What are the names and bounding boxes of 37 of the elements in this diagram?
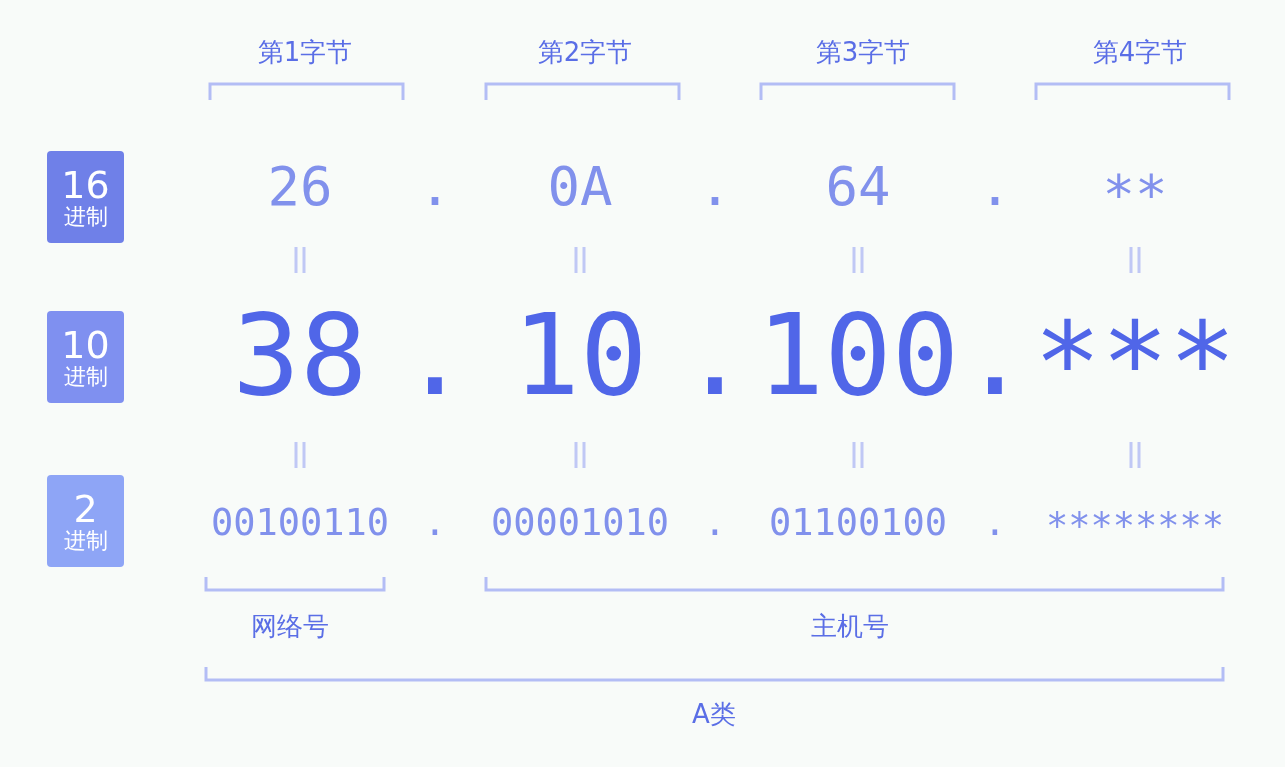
decimal-value: *** (1033, 307, 1237, 419)
base-badge (47, 475, 124, 567)
base-label: 进制 (63, 365, 108, 389)
dot-separator: . (978, 160, 1012, 214)
hex-value: ** (1102, 168, 1168, 222)
base-number: 16 (61, 165, 110, 206)
hex-value: 64 (825, 160, 891, 214)
dot-separator: . (983, 503, 1007, 541)
dot-separator: . (418, 160, 452, 214)
dot-separator: . (698, 160, 732, 214)
part-label: 主机号 (811, 613, 889, 639)
binary-value: 01100100 (768, 503, 948, 541)
dot-separator: . (681, 299, 749, 411)
decimal-value: 38 (232, 299, 368, 411)
dot-separator: . (961, 299, 1029, 411)
dot-separator: . (703, 503, 727, 541)
base-badge (47, 311, 124, 403)
dot-separator: . (423, 503, 447, 541)
binary-value: 00100110 (210, 503, 390, 541)
part-label: 网络号 (251, 613, 329, 639)
base-badge (47, 151, 124, 243)
decimal-value: 10 (512, 299, 648, 411)
binary-value: ******** (1045, 507, 1225, 545)
decimal-value: 100 (756, 299, 960, 411)
base-number: 2 (73, 489, 98, 530)
dot-separator: . (401, 299, 469, 411)
hex-value: 0A (547, 160, 613, 214)
byte-heading: 第3字节 (815, 39, 911, 65)
byte-heading: 第1字节 (257, 39, 353, 65)
class-label: A类 (692, 701, 736, 727)
base-label: 进制 (63, 205, 108, 229)
base-number: 10 (61, 325, 110, 366)
byte-heading: 第4字节 (1092, 39, 1188, 65)
binary-value: 00001010 (490, 503, 670, 541)
base-label: 进制 (63, 529, 108, 553)
byte-heading: 第2字节 (537, 39, 633, 65)
hex-value: 26 (267, 160, 333, 214)
